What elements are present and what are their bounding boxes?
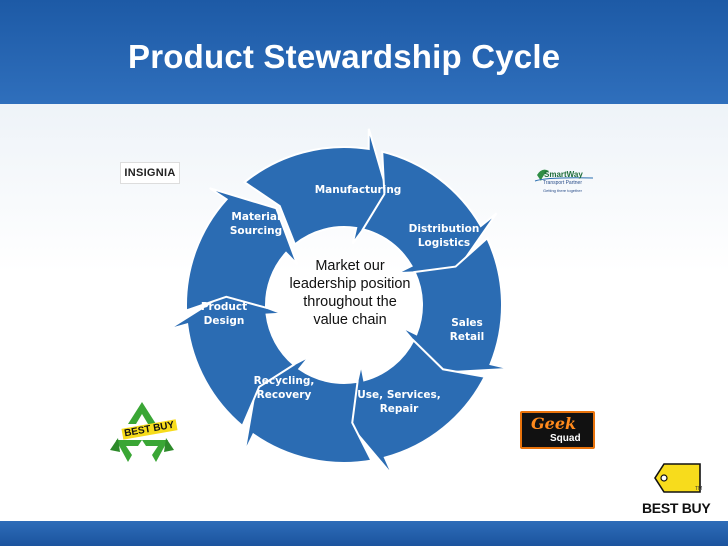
cycle-arrow-sales — [401, 236, 511, 374]
best-buy-logo: TM BEST BUY — [640, 458, 724, 518]
cycle-arrow-design — [167, 291, 296, 428]
recycle-icon — [110, 402, 174, 462]
insignia-logo-text: INSIGNIA — [124, 167, 176, 179]
geek-squad-logo: Geek Squad — [520, 411, 595, 449]
smartway-leaf-icon — [534, 169, 594, 182]
cycle-arrow-distribution — [361, 150, 498, 275]
cycle-label-recycling: Recycling,Recovery — [254, 375, 315, 401]
cycle-arrow-recycling — [243, 355, 373, 464]
insignia-logo: INSIGNIA — [120, 162, 180, 184]
cycle-label-use: Use, Services,Repair — [357, 389, 440, 415]
slide-header: Product Stewardship Cycle — [0, 0, 728, 104]
smartway-tagline: Getting there together — [543, 188, 582, 193]
geek-squad-line2: Squad — [550, 433, 581, 444]
best-buy-trademark: TM — [695, 486, 703, 492]
cycle-label-manufacturing: Manufacturing — [315, 184, 402, 196]
smartway-subtitle: Transport Partner — [543, 180, 582, 186]
best-buy-wordmark: BEST BUY — [642, 500, 711, 516]
slide-title: Product Stewardship Cycle — [128, 38, 561, 75]
slide-footer-bar — [0, 521, 728, 546]
cycle-arrow-use — [347, 338, 487, 477]
cycle-arrow-material — [185, 187, 299, 312]
geek-squad-line1: Geek — [531, 414, 577, 433]
cycle-arrow-manufacturing — [242, 128, 390, 247]
best-buy-recycle-logo: BEST BUY — [106, 400, 178, 464]
price-tag-icon — [654, 463, 701, 493]
smartway-logo: SmartWay Transport Partner Getting there… — [533, 165, 603, 199]
smartway-name: SmartWay — [544, 170, 583, 179]
